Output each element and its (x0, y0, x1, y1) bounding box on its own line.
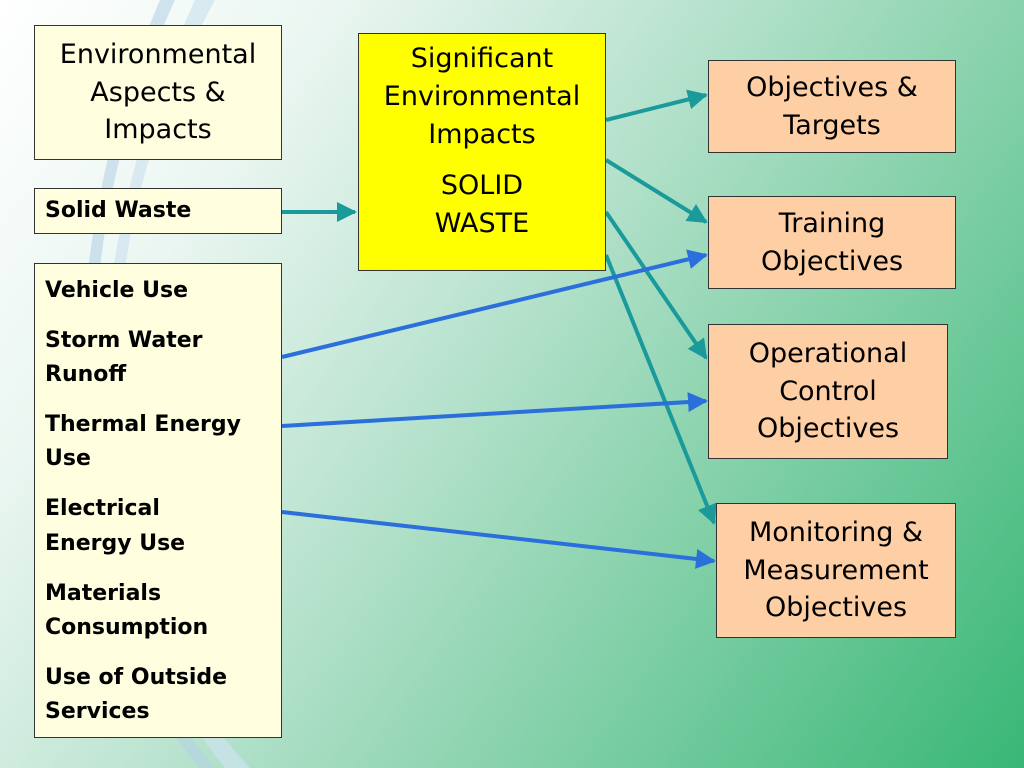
operational-line: Control (779, 375, 877, 407)
monitoring-line: Measurement (743, 554, 929, 586)
solid-waste-box: Solid Waste (34, 188, 282, 234)
operational-control-box: Operational Control Objectives (708, 324, 948, 459)
monitoring-line: Objectives (764, 592, 908, 624)
other-aspects-box: Vehicle Use Storm Water Runoff Thermal E… (34, 263, 282, 738)
objectives-targets-box: Objectives & Targets (708, 60, 956, 153)
aspect-line: Materials (45, 580, 162, 606)
operational-line: Operational (748, 337, 908, 369)
aspects-header-line: Aspects & (90, 76, 226, 108)
aspect-line: Consumption (45, 614, 209, 640)
solid-waste-label: Solid Waste (45, 197, 192, 223)
aspects-header-line: Environmental (59, 38, 257, 70)
monitoring-line: Monitoring & (748, 516, 924, 548)
aspect-outside-services: Use of Outside Services (45, 661, 281, 729)
aspect-line: Storm Water (45, 328, 203, 354)
aspect-materials-consumption: Materials Consumption (45, 577, 281, 645)
aspect-thermal-energy-use: Thermal Energy Use (45, 408, 281, 476)
aspect-line: Energy Use (45, 530, 186, 556)
aspect-line: Use of Outside (45, 664, 228, 690)
aspect-line: Vehicle Use (45, 278, 188, 303)
significant-impacts-box: Significant Environmental Impacts SOLID … (358, 33, 606, 271)
aspects-header-box: Environmental Aspects & Impacts (34, 25, 282, 160)
training-objectives-box: Training Objectives (708, 196, 956, 289)
significant-value-line: WASTE (434, 208, 530, 240)
significant-title-line: Impacts (428, 118, 536, 150)
significant-title-line: Environmental (383, 80, 581, 112)
aspect-storm-water-runoff: Storm Water Runoff (45, 324, 281, 392)
objectives-targets-line: Targets (783, 109, 881, 141)
training-line: Objectives (760, 245, 904, 277)
aspects-header-line: Impacts (104, 114, 212, 146)
aspect-line: Electrical (45, 496, 160, 522)
aspect-line: Runoff (45, 362, 127, 388)
aspect-vehicle-use: Vehicle Use (45, 274, 281, 308)
aspect-line: Use (45, 446, 91, 472)
aspect-line: Thermal Energy (45, 412, 241, 438)
significant-title-line: Significant (410, 43, 554, 74)
aspect-line: Services (45, 698, 150, 724)
aspect-electrical-energy-use: Electrical Energy Use (45, 492, 281, 560)
objectives-targets-line: Objectives & (746, 71, 918, 103)
significant-value-line: SOLID (440, 170, 524, 202)
operational-line: Objectives (756, 413, 900, 445)
training-line: Training (778, 207, 886, 239)
monitoring-measurement-box: Monitoring & Measurement Objectives (716, 503, 956, 638)
